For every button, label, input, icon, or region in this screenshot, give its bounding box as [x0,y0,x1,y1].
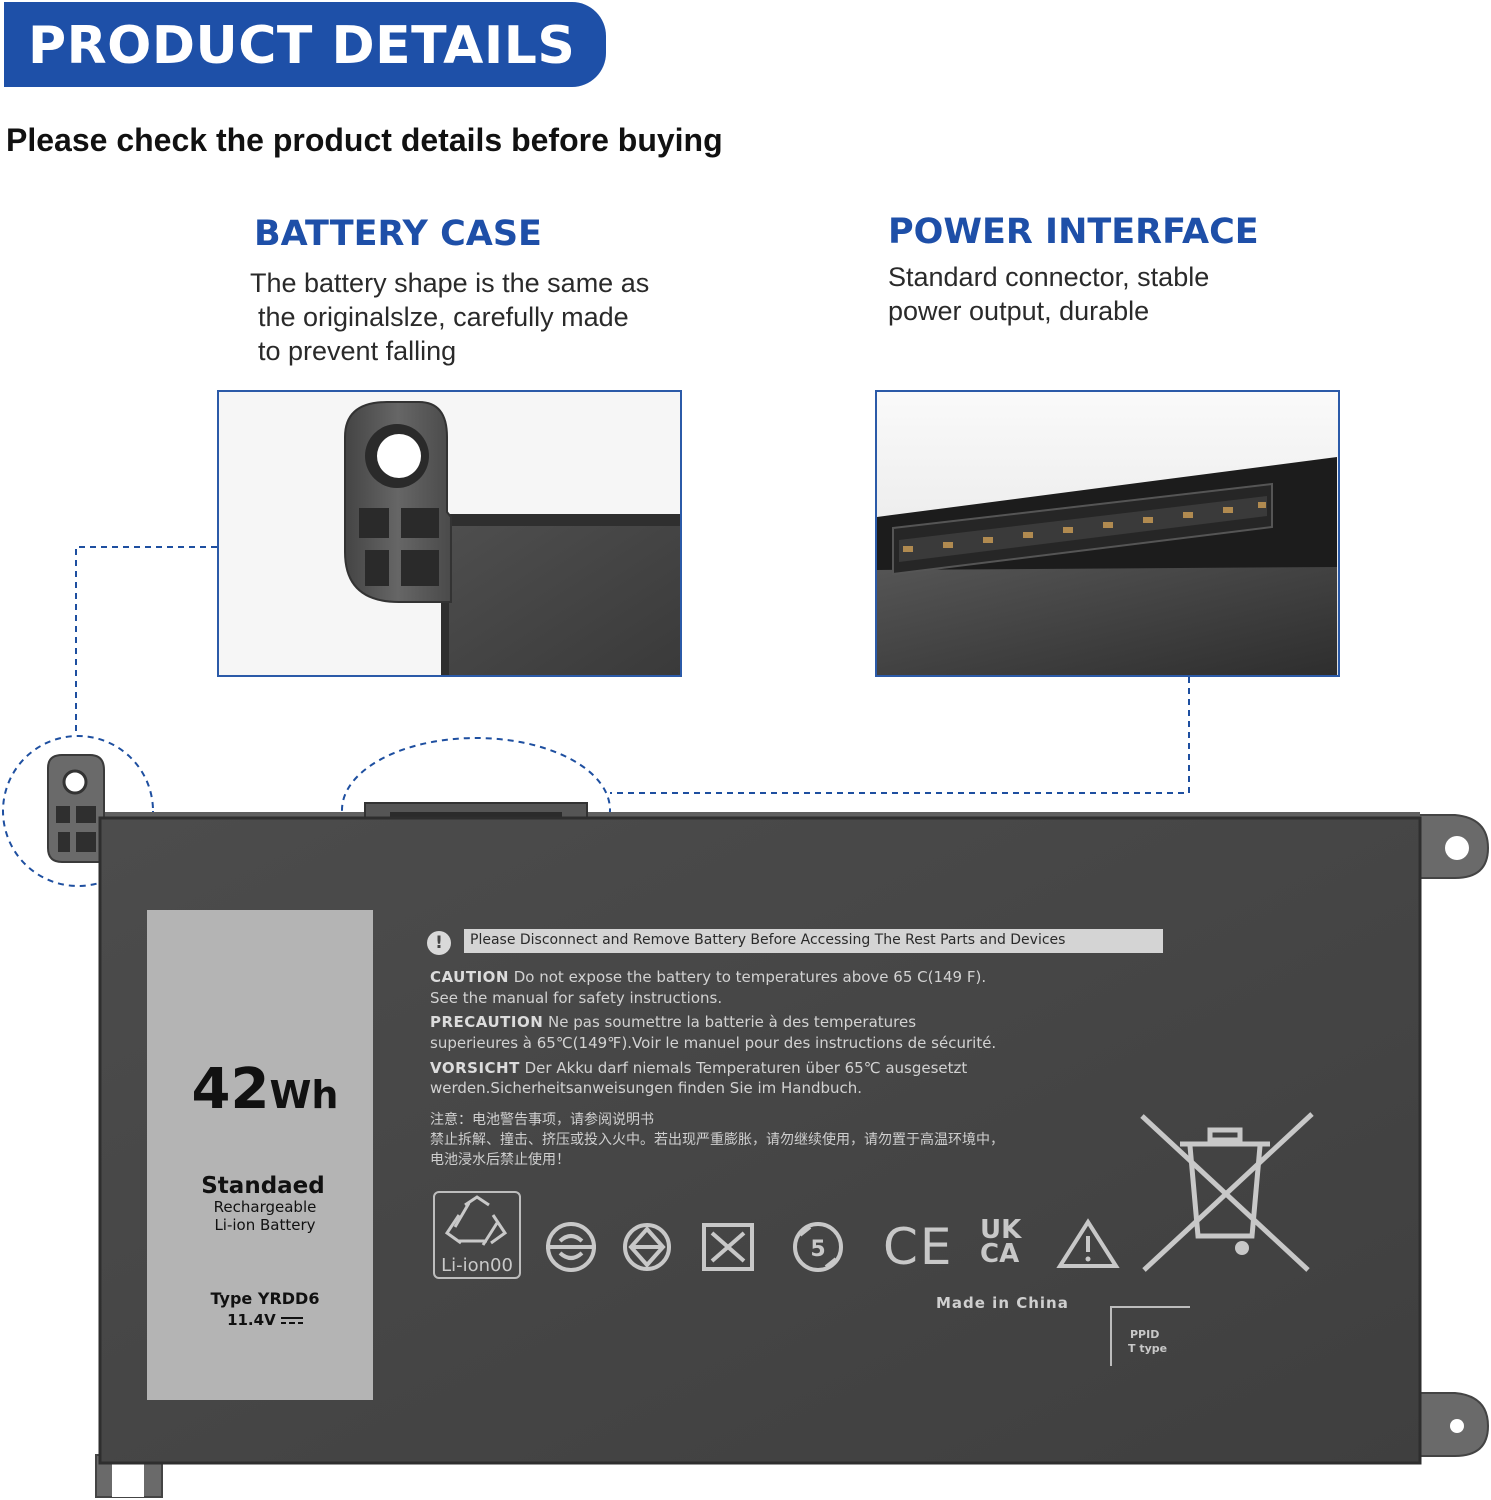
power-interface-desc-2: power output, durable [888,296,1150,326]
capacity-label: 42Wh [147,1058,383,1127]
header-banner: PRODUCT DETAILS [4,2,606,87]
warning-exclamation-icon: ! [427,931,451,955]
ppid-label: PPID [1130,1328,1160,1341]
warning-banner: Please Disconnect and Remove Battery Bef… [464,929,1163,953]
vorsicht-text-1: Der Akku darf niemals Temperaturen über … [524,1059,968,1077]
recycle-mark: Li-ion00 [433,1191,521,1279]
page-title: PRODUCT DETAILS [28,16,576,76]
battery-line2: Rechargeable [213,1198,317,1216]
capacity-unit: Wh [269,1073,339,1117]
diamond-cert-icon [623,1223,671,1271]
warning-banner-text: Please Disconnect and Remove Battery Bef… [470,932,1066,948]
ukca-top: UK [980,1215,1022,1245]
power-interface-closeup [877,392,1338,675]
ukca-mark: UK CA [980,1215,1022,1269]
precaution-line-2: superieures à 65℃(149℉).Voir le manuel p… [430,1034,997,1052]
battery-type: Type YRDD6 [210,1289,320,1308]
warning-triangle-icon [1056,1218,1120,1268]
battery-label-panel [147,910,373,1400]
capacity-number: 42 [191,1057,270,1122]
precaution-text-1: Ne pas soumettre la batterie à des tempe… [548,1013,917,1031]
caution-line-2: See the manual for safety instructions. [430,989,723,1007]
safety-cert-icon [546,1222,596,1272]
precaution-line-1: PRECAUTION Ne pas soumettre la batterie … [430,1012,916,1033]
weee-bin-icon [1140,1112,1314,1272]
vorsicht-line-1: VORSICHT Der Akku darf niemals Temperatu… [430,1058,967,1079]
caution-line-1: CAUTION Do not expose the battery to tem… [430,967,986,988]
battery-name: Standaed [201,1173,325,1199]
ppid-box: PPID T type [1110,1306,1190,1366]
recycle-icon [444,1195,508,1246]
recycle-5-icon [793,1222,843,1272]
ttype-label: T type [1128,1342,1168,1355]
power-interface-title: POWER INTERFACE [888,212,1259,252]
vorsicht-line-2: werden.Sicherheitsanweisungen finden Sie… [430,1079,863,1097]
battery-case-desc-3: to prevent falling [258,336,457,366]
cn-warning-line-2: 禁止拆解、撞击、挤压或投入火中。若出现严重膨胀，请勿继续使用，请勿置于高温环境中… [430,1132,1004,1148]
ukca-bottom: CA [980,1239,1020,1269]
battery-case-closeup [219,392,680,675]
power-interface-photo [875,390,1340,677]
battery-case-desc-1: The battery shape is the same as [250,268,650,298]
caution-text-1: Do not expose the battery to temperature… [513,968,987,986]
power-interface-desc-1: Standard connector, stable [888,262,1210,292]
square-cert-icon [702,1223,754,1271]
cn-warning-line-1: 注意：电池警告事项，请参阅说明书 [430,1112,654,1128]
recycle-label: Li-ion00 [441,1255,513,1276]
certification-icons: 5 [546,1222,843,1272]
battery-line3: Li-ion Battery [214,1216,316,1234]
vorsicht-head: VORSICHT [430,1059,520,1077]
battery-case-desc-2: the originalslze, carefully made [258,302,629,332]
battery-case-title: BATTERY CASE [254,214,542,254]
cn-warning-line-3: 电池浸水后禁止使用！ [430,1152,570,1168]
battery-voltage: 11.4V [147,1311,383,1329]
svg-text:5: 5 [810,1237,825,1262]
battery-case-photo [217,390,682,677]
page-subtitle: Please check the product details before … [6,122,723,158]
made-in-label: Made in China [936,1294,1069,1312]
precaution-head: PRECAUTION [430,1013,544,1031]
ce-mark: CE [883,1218,954,1276]
battery-voltage-value: 11.4V [227,1311,276,1329]
caution-head: CAUTION [430,968,509,986]
dc-symbol-icon [280,1316,303,1324]
